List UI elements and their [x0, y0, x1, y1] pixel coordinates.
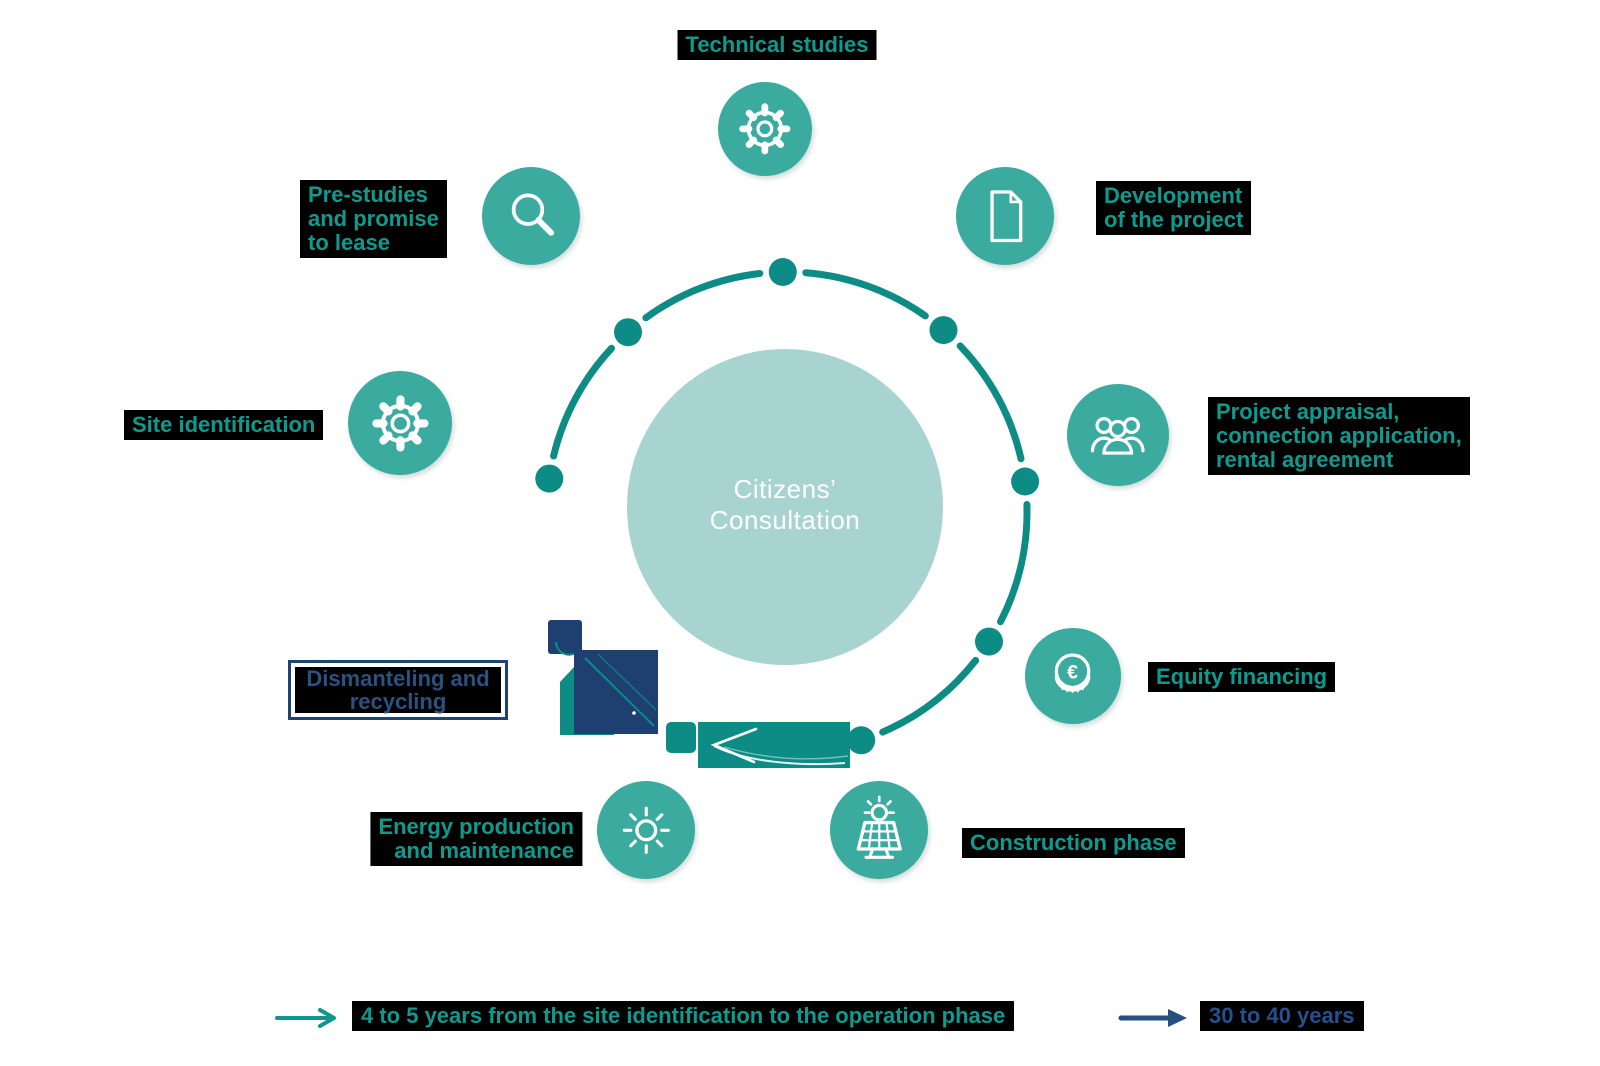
recycling-icon — [548, 620, 658, 735]
ring-dot — [535, 464, 564, 493]
phase-circle-technical-studies — [718, 82, 812, 176]
phase-circle-site-identification — [348, 371, 452, 475]
sun-icon — [622, 806, 670, 854]
label-energy-production: Energy production and maintenance — [370, 812, 582, 866]
label-technical-studies: Technical studies — [677, 30, 877, 60]
ring-dot — [847, 726, 876, 755]
label-text: to lease — [308, 230, 390, 255]
label-text: connection application, — [1216, 423, 1462, 448]
ring-dot — [975, 627, 1003, 656]
label-text: Site identification — [132, 412, 316, 437]
label-text: Technical studies — [685, 32, 869, 57]
center-title: Citizens’ Consultation — [710, 474, 861, 536]
label-dismanteling: Dismanteling and recycling — [295, 667, 501, 713]
legend-short-term-arrow-icon — [275, 1008, 336, 1028]
people-icon — [1091, 417, 1145, 455]
label-site-identification: Site identification — [124, 410, 324, 440]
label-text: and promise — [308, 206, 439, 231]
label-text: Development — [1104, 183, 1243, 208]
label-text: Energy production — [378, 814, 574, 839]
label-text: of the project — [1104, 207, 1244, 232]
label-text: Dismanteling and — [306, 666, 490, 691]
svg-text:€: € — [1068, 662, 1079, 684]
phase-circle-pre-studies — [482, 167, 580, 265]
label-dismanteling-box: Dismanteling and recycling — [288, 660, 508, 720]
label-construction-phase: Construction phase — [962, 828, 1185, 858]
gear-icon — [739, 103, 791, 155]
center-title-line2: Consultation — [709, 505, 861, 535]
phase-circle-project-appraisal — [1067, 384, 1169, 486]
phase-circle-development — [956, 167, 1054, 265]
label-text: rental agreement — [1216, 447, 1394, 472]
label-pre-studies: Pre-studies and promise to lease — [300, 180, 447, 258]
bottom-flow-left-arrow — [666, 722, 850, 768]
phase-circle-equity-financing: € — [1025, 628, 1121, 724]
ring-dot — [929, 316, 958, 345]
label-text: Project appraisal, — [1216, 399, 1400, 424]
ring-dot — [614, 318, 642, 347]
label-project-appraisal: Project appraisal, connection applicatio… — [1208, 397, 1470, 475]
center-title-line1: Citizens’ — [733, 474, 837, 504]
gear-icon — [371, 394, 429, 452]
label-text: 30 to 40 years — [1209, 1003, 1355, 1028]
label-equity-financing: Equity financing — [1148, 662, 1336, 692]
legend-long-term-label: 30 to 40 years — [1200, 1001, 1364, 1031]
magnifier-icon — [511, 193, 554, 236]
label-development: Development of the project — [1096, 181, 1252, 235]
phase-circle-energy-production — [597, 781, 695, 879]
legend-long-term-arrow-icon — [1118, 1009, 1187, 1027]
legend-short-term-label: 4 to 5 years from the site identificatio… — [352, 1001, 1015, 1031]
solar-panel-icon — [856, 795, 902, 859]
phase-circle-construction — [830, 781, 928, 879]
label-text: Equity financing — [1156, 664, 1328, 689]
ring-dot — [1011, 467, 1040, 496]
ring-dot — [768, 258, 797, 286]
document-icon — [990, 190, 1023, 242]
euro-coin-icon: € — [1055, 653, 1091, 694]
label-text: recycling — [349, 689, 447, 714]
label-text: Pre-studies — [308, 182, 428, 207]
label-text: and maintenance — [394, 838, 574, 863]
label-text: Construction phase — [970, 830, 1177, 855]
label-text: 4 to 5 years from the site identificatio… — [361, 1003, 1006, 1028]
